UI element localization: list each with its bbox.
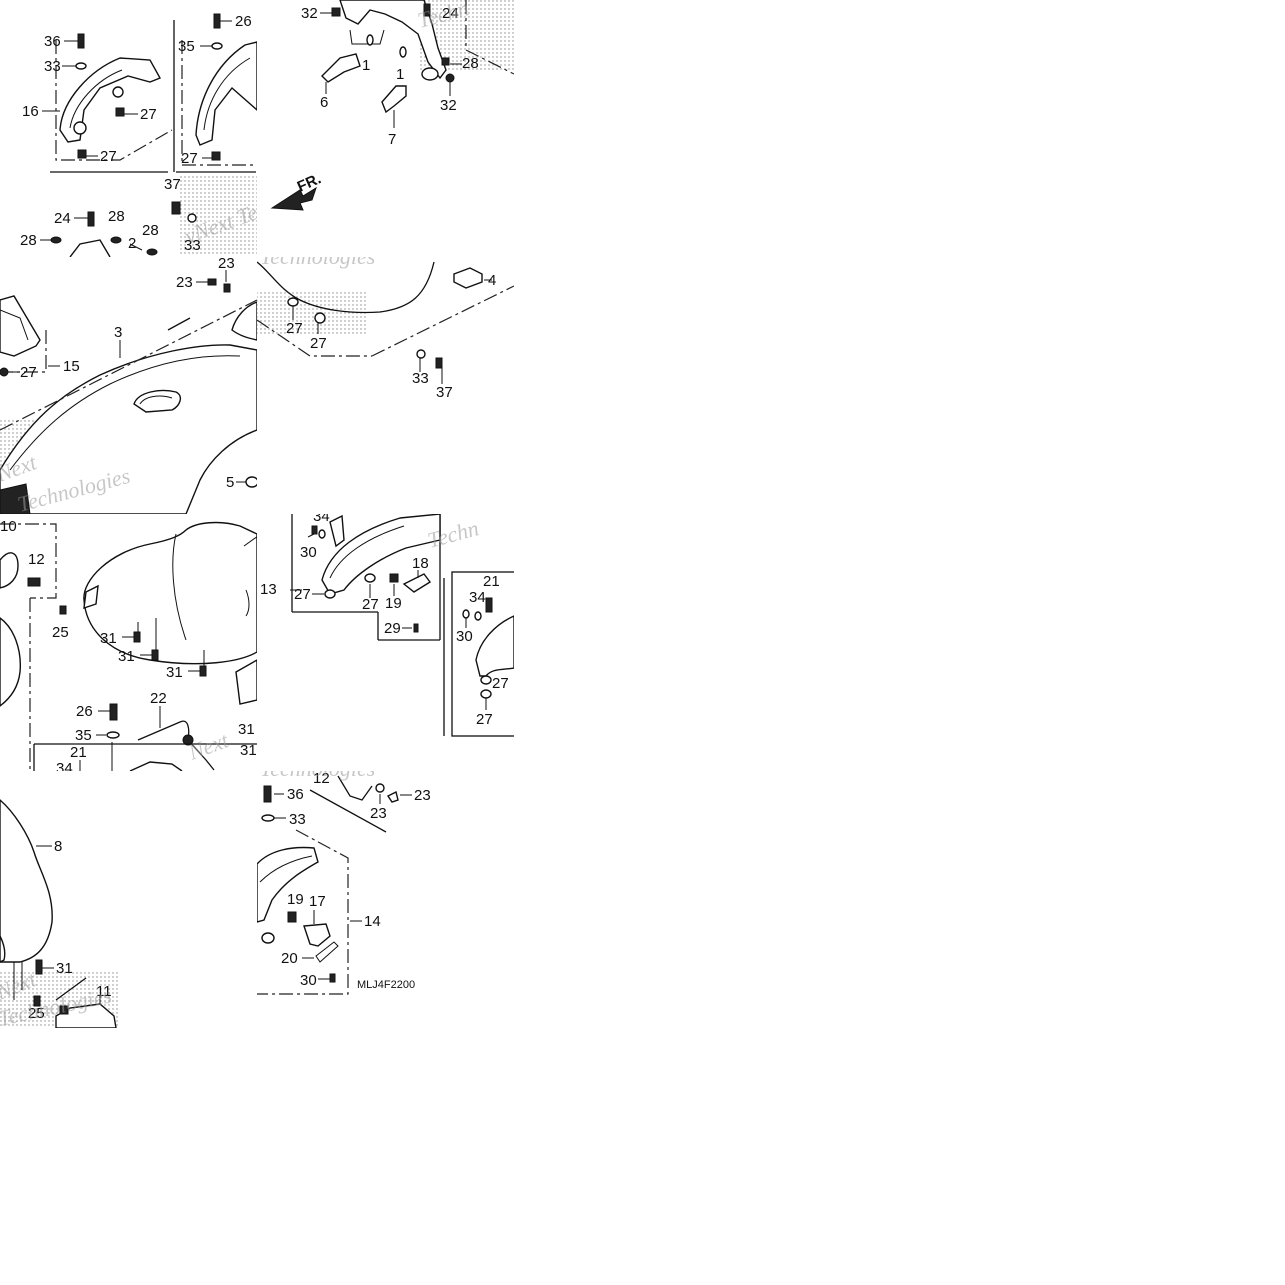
callout: 1 [396,66,404,83]
callout: 12 [28,551,45,568]
tile-bottom-right: 12 36 23 33 23 19 17 14 20 30 MLJ4F2200 … [257,756,431,995]
tile-mid-left: 23 23 3 15 27 5 Next Technologies [0,255,257,514]
callout: 17 [309,893,326,910]
callout: 26 [235,13,252,30]
callout: 19 [385,595,402,612]
callout: 30 [456,628,473,645]
watermark: Technologies [260,244,375,269]
callout: 6 [320,94,328,111]
callout: 27 [362,596,379,613]
callout: 5 [226,474,234,491]
callout: 27 [20,364,37,381]
tile-mid-right: 4 27 27 33 37 Technologies [257,244,514,401]
callout: 23 [370,805,387,822]
callout: 21 [70,744,87,761]
callout: 27 [476,711,493,728]
callout: 23 [414,787,431,804]
callout: 32 [440,97,457,114]
callout: 27 [286,320,303,337]
tile-lower-left: 10 12 25 31 31 31 26 22 35 21 34 31 31 N… [0,518,257,777]
tile-top-right: FR. 32 24 1 1 28 6 32 7 Techn [270,0,514,211]
callout: 4 [488,272,496,289]
callout: 12 [313,770,330,787]
callout: 35 [75,727,92,744]
tile-lower-right: 34 30 18 13 27 27 19 29 21 34 30 27 27 T… [260,508,514,737]
callout: 34 [56,760,73,777]
callout: 28 [462,55,479,72]
callout: 27 [294,586,311,603]
watermark: Next [184,727,232,765]
callout: 24 [54,210,71,227]
diagram-code: MLJ4F2200 [357,979,415,991]
callout: 1 [362,57,370,74]
callout: 20 [281,950,298,967]
callout: 31 [118,648,135,665]
callout: 7 [388,131,396,148]
front-arrow-label: FR. [295,170,324,195]
callout: 28 [108,208,125,225]
callout: 31 [238,721,255,738]
callout: 23 [176,274,193,291]
callout: 15 [63,358,80,375]
callout: 37 [164,176,181,193]
callout: 33 [412,370,429,387]
callout: 34 [313,508,330,525]
callout: 13 [260,581,277,598]
callout: 27 [310,335,327,352]
callout: 37 [436,384,453,401]
callout: 8 [54,838,62,855]
tile-bottom-left: 8 31 11 25 Next Technologies [0,799,120,1028]
callout: 30 [300,544,317,561]
callout: 25 [28,1005,45,1022]
callout: 31 [166,664,183,681]
callout: 10 [0,518,17,535]
watermark: Technologies [260,756,375,781]
callout: 30 [300,972,317,989]
callout: 27 [100,148,117,165]
callout: 27 [492,675,509,692]
callout: 29 [384,620,401,637]
callout: 14 [364,913,381,930]
callout: 22 [150,690,167,707]
callout: 31 [240,742,257,759]
callout: 31 [56,960,73,977]
callout: 18 [412,555,429,572]
callout: 27 [181,150,198,167]
callout: 32 [301,5,318,22]
callout: 25 [52,624,69,641]
callout: 16 [22,103,39,120]
callout: 24 [442,5,459,22]
callout: 19 [287,891,304,908]
callout: 35 [178,38,195,55]
callout: 26 [76,703,93,720]
callout: 3 [114,324,122,341]
callout: 2 [128,235,136,252]
callout: 33 [44,58,61,75]
callout: 23 [218,255,235,272]
callout: 36 [44,33,61,50]
callout: 28 [20,232,37,249]
tile-top-left: 36 33 16 27 27 26 35 27 37 24 28 28 2 28… [20,13,257,257]
callout: 36 [287,786,304,803]
callout: 34 [469,589,486,606]
callout: 28 [142,222,159,239]
callout: 11 [96,983,112,1000]
callout: 27 [140,106,157,123]
callout: 31 [100,630,117,647]
callout: 33 [184,237,201,254]
callout: 21 [483,573,500,590]
callout: 33 [289,811,306,828]
